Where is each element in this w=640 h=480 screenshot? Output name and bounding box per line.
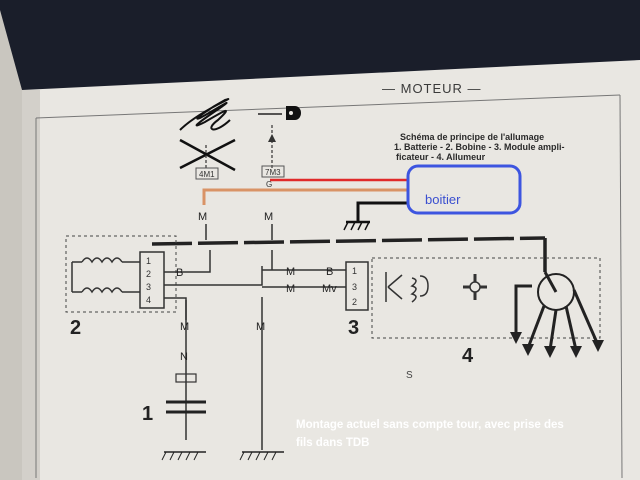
distributor-number: 4 [462,345,474,367]
distributor-enclosure [371,257,601,339]
module-pin-3: 3 [352,282,357,292]
caption-line-2: 1. Batterie - 2. Bobine - 3. Module ampl… [394,142,565,152]
battery-symbol [166,373,206,414]
wire-label-m-5: M [180,321,189,333]
battery-number: 1 [142,403,153,425]
wire-label-m-6: M [256,321,265,333]
s-mark: S [406,370,413,381]
rotor-cross-icon [463,274,487,300]
coil-enclosure [65,235,177,313]
main-bus-wire [151,236,546,246]
pickup-coil [385,272,429,303]
boitier-label: boitier [425,192,461,207]
wire-label-m-1: M [198,211,207,223]
wire-label-b-2: B [326,266,333,278]
note-line-2: fils dans TDB [296,437,369,449]
added-ground-wire [343,201,408,231]
wire-label-b-1: B [176,267,183,279]
coil-terminal-block [139,251,165,309]
left-page-edge [0,10,22,480]
coil-pin-1: 1 [146,256,151,266]
orange-wire [202,188,410,205]
wire-label-m-2: M [264,211,273,223]
spark-plug-arrows [510,332,604,358]
wire-label-g: G [266,180,272,189]
coil-windings [71,257,140,294]
module-pin-2: 2 [352,297,357,307]
frame-top-line [35,94,621,119]
boitier-box [406,164,522,215]
coil-number: 2 [70,317,81,339]
coil-pin-2: 2 [146,269,151,279]
module-pin-1: 1 [352,266,357,276]
scribble-cross-mark [179,98,236,172]
tachometer-icon [258,106,301,120]
caption-line-3: ficateur - 4. Allumeur [396,152,486,162]
connector-left-label: 4M1 [199,170,215,179]
connector-left [195,167,219,180]
caption-line-1: Schéma de principe de l'allumage [400,132,544,142]
arrow-up-icon [268,134,276,142]
connector-right [261,165,285,178]
module-number: 3 [348,317,359,339]
coil-pin-4: 4 [146,295,151,305]
wire-label-m-4: M [286,283,295,295]
wire-label-m-3: M [286,266,295,278]
frame-right-line [619,94,623,479]
distributor-cap [514,271,600,351]
connector-right-label: 7M3 [265,168,281,177]
wire-label-mv: Mv [322,283,337,295]
ground-symbol-module [239,451,284,461]
page-shadow [22,90,40,480]
wire-label-n: N [180,351,188,363]
note-line-1: Montage actuel sans compte tour, avec pr… [296,419,564,431]
ground-symbol-battery [161,451,206,461]
page-header: — MOTEUR — [382,81,482,96]
coil-wire-b [164,250,211,273]
coil-wire-top [164,266,263,286]
module-block [345,261,369,311]
coil-pin-3: 3 [146,282,151,292]
